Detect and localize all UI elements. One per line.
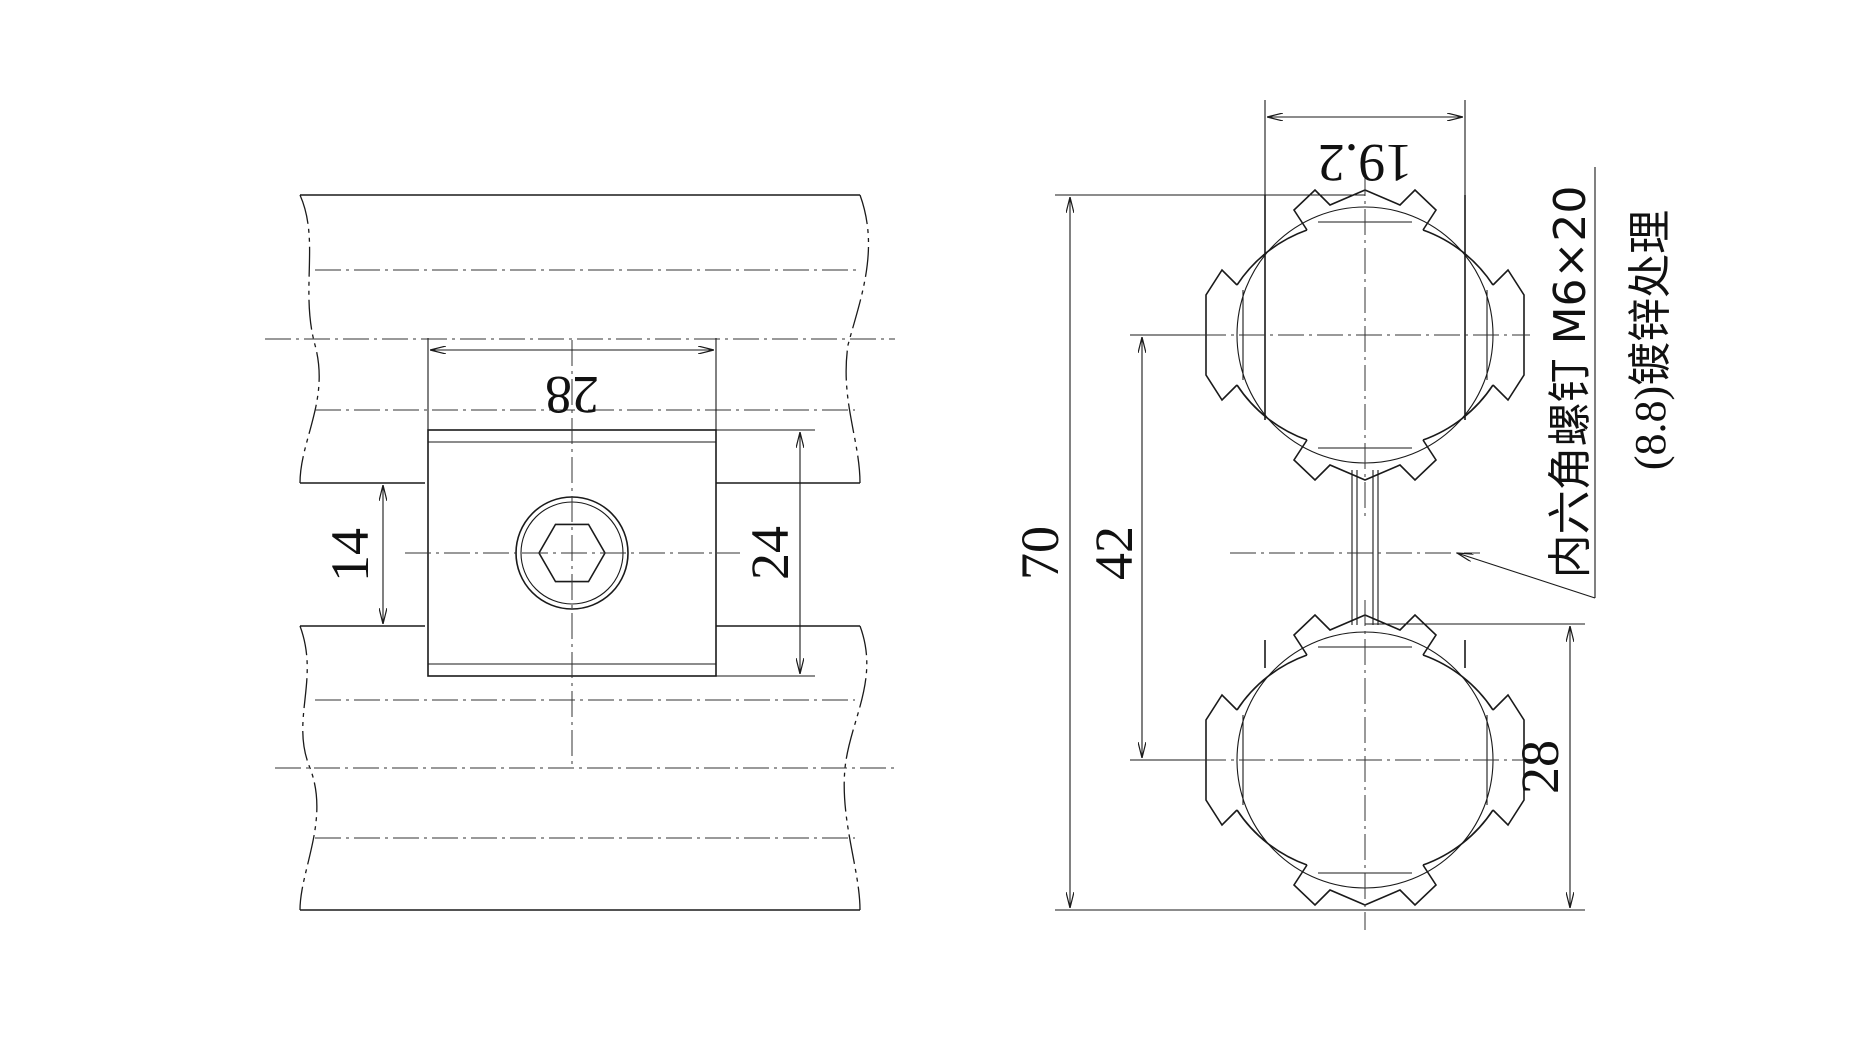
front-gap-dimension: 14 bbox=[320, 485, 383, 624]
side-view: 19.2 70 42 28 内六角螺钉 M6×20 (8. bbox=[1010, 100, 1675, 930]
clamp-body bbox=[1264, 195, 1466, 668]
side-center-label: 42 bbox=[1084, 526, 1144, 580]
front-pitch-dimension: 28 bbox=[427, 338, 717, 430]
side-total-dimension: 70 bbox=[1010, 194, 1365, 911]
side-total-label: 70 bbox=[1010, 526, 1070, 580]
upper-pipe-section bbox=[1200, 170, 1530, 520]
side-width-dimension: 19.2 bbox=[1264, 100, 1466, 195]
front-view: 28 14 24 bbox=[265, 194, 895, 911]
side-width-label: 19.2 bbox=[1318, 133, 1413, 193]
bolt-note: 内六角螺钉 M6×20 (8.8)镀锌处理 bbox=[1457, 167, 1675, 599]
side-tube-dimension: 28 bbox=[1365, 623, 1585, 911]
bolt-note-line2: (8.8)镀锌处理 bbox=[1626, 210, 1675, 470]
front-height-dimension: 24 bbox=[716, 429, 815, 677]
front-height-label: 24 bbox=[740, 526, 800, 580]
side-tube-label: 28 bbox=[1510, 740, 1570, 794]
side-center-dimension: 42 bbox=[1084, 334, 1200, 761]
lower-pipe bbox=[275, 625, 895, 911]
upper-pipe bbox=[265, 194, 895, 484]
front-gap-label: 14 bbox=[320, 528, 380, 582]
lower-pipe-section bbox=[1200, 600, 1530, 930]
bolt-note-line1: 内六角螺钉 M6×20 bbox=[1545, 186, 1596, 579]
front-pitch-label: 28 bbox=[545, 365, 599, 425]
hex-socket-bolt-icon bbox=[405, 340, 740, 768]
